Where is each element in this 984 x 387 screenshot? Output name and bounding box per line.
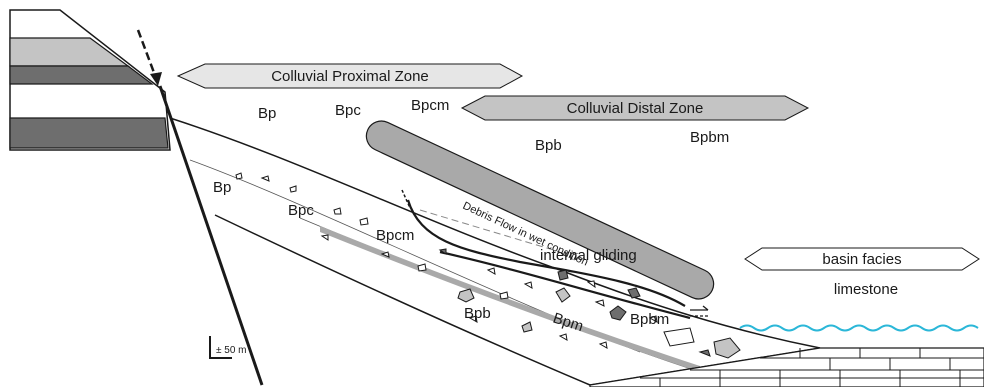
basin-facies-banner (744, 247, 980, 271)
main-fault (158, 85, 264, 386)
footwall-band-dark (9, 65, 154, 85)
glide-top-tick (401, 189, 411, 209)
basin (589, 324, 984, 387)
section-bp: Bp (213, 179, 231, 196)
proximal-zone-label: Colluvial Proximal Zone (271, 68, 429, 85)
section-bpc: Bpc (288, 202, 314, 219)
debris-flow-lens (365, 120, 715, 300)
gliding-surfaces (401, 189, 709, 320)
clasts (235, 172, 741, 359)
proximal-zone-banner (176, 63, 524, 89)
section-bpb: Bpb (464, 305, 491, 322)
facies-row-bp: Bp (258, 105, 276, 122)
distal-zone-label: Colluvial Distal Zone (567, 100, 704, 117)
distal-zone-banner (460, 95, 810, 121)
facies-row-bpc: Bpc (335, 102, 361, 119)
glide-dashed-trace (419, 209, 561, 253)
scale-label: ± 50 m (216, 345, 247, 356)
section-bpm: Bpm (551, 310, 586, 336)
limestone-bricks (640, 348, 984, 387)
facies-row-bpb: Bpb (535, 137, 562, 154)
section-bpbm: Bpbm (630, 311, 669, 328)
basin-facies-label: basin facies (822, 251, 901, 268)
slip-arrows (690, 305, 709, 317)
limestone-label: limestone (834, 281, 898, 298)
wedge-base-surface (214, 214, 591, 386)
water-surface (739, 324, 979, 332)
fault-arrow-dashed (136, 29, 158, 79)
footwall-band-dark-lower (9, 117, 169, 149)
glide-plane-lower (439, 250, 691, 320)
fault-arrow-head (150, 72, 162, 86)
internal-gliding-label: internal gliding (540, 247, 637, 264)
scale-bar: ± 50 m (209, 336, 247, 359)
wedge-top-surface (169, 117, 821, 349)
section-bpcm: Bpcm (376, 227, 414, 244)
bpm-grey-band (320, 226, 700, 372)
facies-row-bpcm: Bpcm (411, 97, 449, 114)
facies-row-bpbm: Bpbm (690, 129, 729, 146)
footwall-strata (9, 9, 171, 151)
glide-plane-upper (406, 199, 686, 307)
